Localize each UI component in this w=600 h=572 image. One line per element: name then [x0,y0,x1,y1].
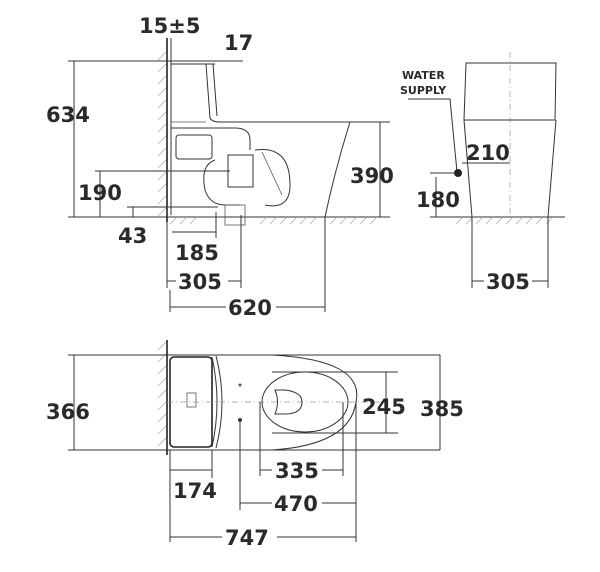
dim-seat-length: 335 [275,459,319,483]
wall-hatch-top [157,341,167,447]
front-view: WATER SUPPLY 210 180 305 [400,52,565,294]
dim-wall-offset: 15±5 [139,14,200,38]
dim-outlet-depth: 185 [175,241,219,265]
dim-supply-height: 180 [416,188,460,212]
dim-total-height: 634 [46,103,90,127]
dim-lid-overhang: 17 [224,31,253,55]
dim-rough-in: 305 [178,270,222,294]
dim-center-to-front: 470 [274,492,318,516]
dim-tank-width: 366 [46,400,90,424]
floor-hatch-front [455,216,554,225]
wall-hatch [157,51,167,217]
dim-front-rough-in: 305 [486,270,530,294]
side-view: 634 390 190 43 185 305 620 15±5 17 [46,14,394,320]
dim-outlet-bottom: 43 [118,224,147,248]
dim-total-length: 747 [225,526,269,550]
dim-bowl-height: 390 [350,164,394,188]
flush-button [186,392,197,408]
dim-seat-width: 245 [362,395,406,419]
floor-hatch [169,216,378,225]
label-supply: SUPPLY [400,84,447,97]
top-view: 366 245 385 335 174 470 747 [46,340,464,550]
trap-flange [227,154,254,188]
label-water: WATER [402,69,445,82]
dim-supply-offset: 210 [466,141,510,165]
water-supply-point [454,169,462,177]
tank-mechanism [175,134,213,160]
dim-outlet-center-height: 190 [78,181,122,205]
tank-outline [463,62,557,121]
dim-total-depth: 620 [228,296,272,320]
dim-bowl-width: 385 [420,397,464,421]
dim-tank-depth: 174 [173,479,217,503]
